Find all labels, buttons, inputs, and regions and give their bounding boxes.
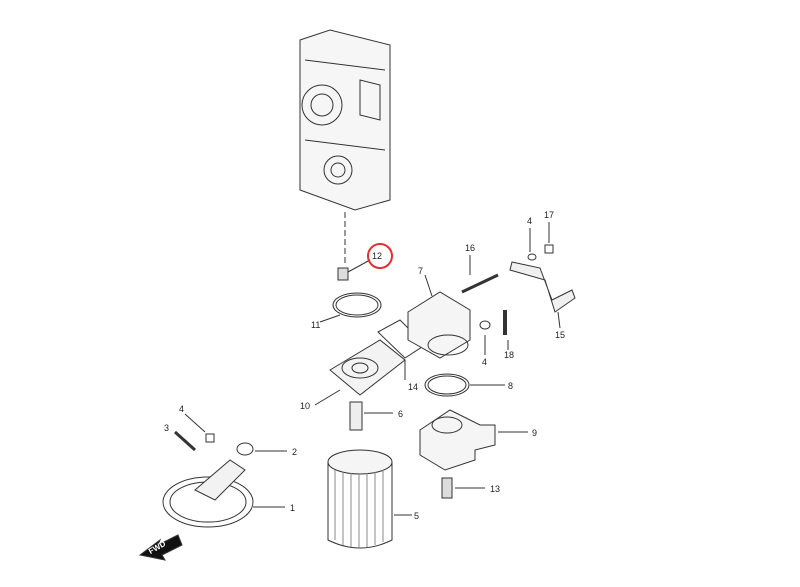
callout-8[interactable]: 8 xyxy=(508,381,514,391)
callout-6[interactable]: 6 xyxy=(398,409,404,419)
callout-2[interactable]: 2 xyxy=(292,447,298,457)
callout-10[interactable]: 10 xyxy=(300,401,311,411)
callout-11[interactable]: 11 xyxy=(311,320,321,330)
callout-16[interactable]: 16 xyxy=(465,243,476,253)
callout-4-bracket[interactable]: 4 xyxy=(527,216,533,226)
callout-5[interactable]: 5 xyxy=(414,511,420,521)
highlight-circle xyxy=(367,243,393,269)
callout-4-washer[interactable]: 4 xyxy=(482,357,488,367)
callout-1[interactable]: 1 xyxy=(290,503,296,513)
callout-13[interactable]: 13 xyxy=(490,484,501,494)
callout-15[interactable]: 15 xyxy=(555,330,566,340)
callout-4[interactable]: 4 xyxy=(179,404,185,414)
engine-housing xyxy=(299,29,391,211)
callout-3[interactable]: 3 xyxy=(164,423,170,433)
callout-14[interactable]: 14 xyxy=(408,382,419,392)
callout-18[interactable]: 18 xyxy=(504,350,515,360)
callout-12[interactable]: 12 xyxy=(372,251,383,261)
callout-17[interactable]: 17 xyxy=(544,210,555,220)
callout-7[interactable]: 7 xyxy=(418,266,424,276)
callout-9[interactable]: 9 xyxy=(532,428,538,438)
